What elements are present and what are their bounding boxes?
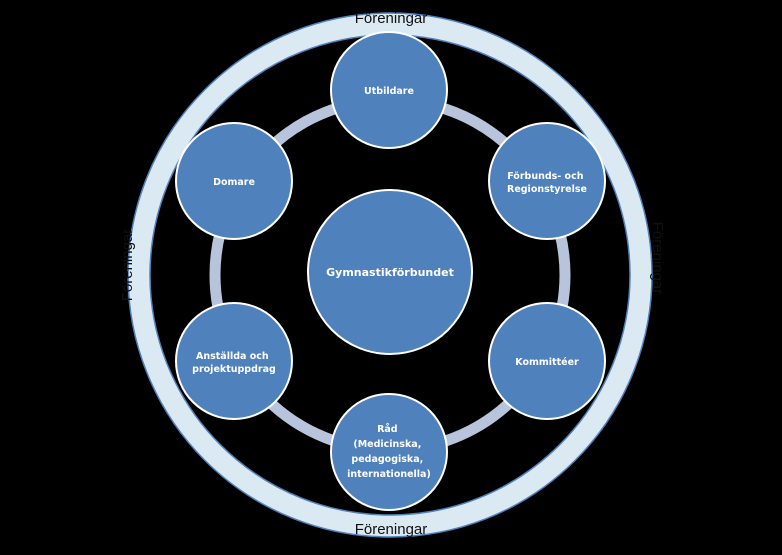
outer-ring-label-right: Föreningar: [649, 222, 666, 295]
node-kommitteer: Kommittéer: [488, 302, 606, 420]
node-anstallda-line-2: projektuppdrag: [192, 364, 276, 375]
node-kommitteer-label: Kommittéer: [515, 357, 579, 368]
outer-ring-label-bottom: Föreningar: [355, 521, 428, 538]
node-domare-line-1: Domare: [213, 177, 255, 188]
node-utbildare: Utbildare: [330, 31, 448, 149]
node-rad: Råd (Medicinska, pedagogiska, internatio…: [330, 393, 448, 511]
node-forbunds-label: Förbunds- och Regionstyrelse: [507, 171, 587, 195]
node-anstallda-label: Anställda och projektuppdrag: [192, 351, 276, 375]
node-anstallda-och-projektuppdrag: Anställda och projektuppdrag: [175, 302, 293, 420]
node-forbunds-line-1: Förbunds- och: [507, 171, 584, 182]
outer-ring-label-left: Föreningar: [119, 229, 136, 302]
node-kommitteer-line-1: Kommittéer: [515, 357, 579, 368]
node-utbildare-circle: [330, 31, 448, 149]
node-anstallda-line-1: Anställda och: [196, 351, 269, 362]
node-rad-line-1: Råd: [377, 424, 398, 435]
node-rad-line-4: internationella): [347, 469, 431, 480]
outer-ring-label-top: Föreningar: [355, 10, 428, 27]
node-forbunds-och-regionstyrelse: Förbunds- och Regionstyrelse: [488, 122, 606, 240]
node-rad-circle: [330, 393, 448, 511]
node-rad-line-3: pedagogiska,: [351, 454, 423, 465]
node-forbunds-circle: [488, 122, 606, 240]
node-anstallda-circle: [175, 302, 293, 420]
node-kommitteer-circle: [488, 302, 606, 420]
node-domare-label: Domare: [213, 177, 255, 188]
node-rad-label: Råd (Medicinska, pedagogiska, internatio…: [347, 424, 431, 480]
node-domare: Domare: [175, 122, 293, 240]
node-rad-line-2: (Medicinska,: [353, 439, 421, 450]
node-utbildare-label: Utbildare: [364, 86, 414, 97]
node-domare-circle: [175, 122, 293, 240]
center-node-label: Gymnastikförbundet: [326, 266, 454, 279]
center-node-gymnastikforbundet: Gymnastikförbundet: [307, 189, 473, 355]
node-forbunds-line-2: Regionstyrelse: [507, 184, 587, 195]
center-node-circle: [307, 189, 473, 355]
node-utbildare-line-1: Utbildare: [364, 86, 414, 97]
